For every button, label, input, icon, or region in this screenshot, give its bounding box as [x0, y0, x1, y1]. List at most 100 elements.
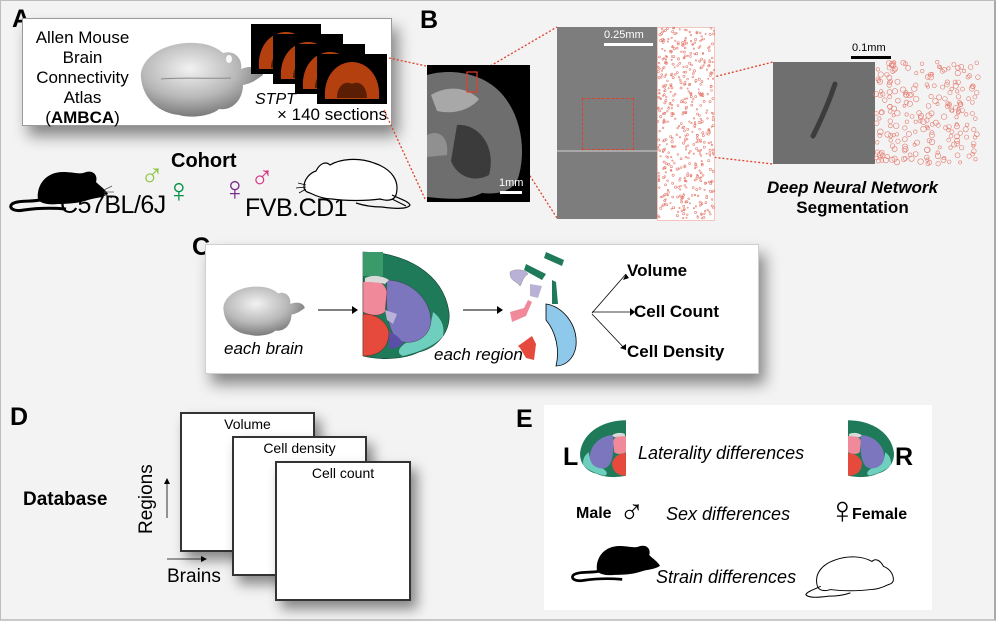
- segmented-cell: [710, 27, 713, 30]
- segmented-cell: [694, 205, 697, 208]
- segmented-cell: [912, 151, 919, 157]
- laterality-left-label: L: [563, 443, 579, 471]
- segmented-cell: [707, 49, 711, 52]
- brains-axis-label: Brains: [167, 566, 221, 587]
- segmented-cell: [698, 204, 702, 207]
- segmented-cell: [666, 79, 669, 83]
- segmented-cell: [908, 155, 915, 162]
- exploded-regions-icon: [509, 252, 577, 367]
- segmented-cell: [670, 114, 674, 117]
- segmented-cell: [669, 83, 673, 87]
- segmented-cell: [712, 115, 714, 118]
- segmented-cell: [884, 131, 891, 138]
- segmented-cell: [970, 111, 975, 116]
- segmented-cell: [692, 117, 696, 120]
- segmented-cell: [672, 26, 676, 30]
- segmented-cell: [684, 134, 687, 137]
- segmented-cell: [942, 96, 948, 102]
- segmented-cell: [712, 69, 716, 72]
- arrow-right-icon: [318, 306, 358, 314]
- segmented-cell: [685, 29, 688, 32]
- segmented-cell: [664, 99, 668, 102]
- segmented-cell: [929, 121, 935, 127]
- segmented-cell: [949, 86, 954, 92]
- segmented-cell: [902, 156, 908, 161]
- segmented-cell: [684, 36, 687, 40]
- segmented-cell: [891, 133, 896, 138]
- segmented-cell: [694, 95, 697, 98]
- segmented-cell: [701, 134, 705, 138]
- segmented-cell: [669, 50, 673, 54]
- segmented-cell: [687, 90, 690, 93]
- stpt-section-stack: [251, 24, 387, 104]
- segmented-cell: [914, 139, 920, 146]
- segmented-cell: [958, 102, 963, 107]
- segmented-cell: [663, 166, 667, 169]
- segmentation-tile-2: [873, 59, 981, 167]
- segmented-cell: [944, 103, 950, 109]
- segmented-cell: [696, 149, 700, 152]
- segmented-cell: [931, 83, 937, 89]
- each-brain-label: each brain: [224, 339, 304, 358]
- segmented-cell: [690, 122, 693, 125]
- segmented-cell: [690, 194, 694, 197]
- segmented-cell: [679, 184, 682, 188]
- male-symbol-fvb: ♂: [250, 158, 274, 194]
- segmented-cell: [954, 140, 960, 147]
- segmented-cell: [918, 119, 923, 124]
- segmented-cell: [667, 189, 670, 192]
- segmented-cell: [892, 60, 897, 65]
- segmented-cell: [689, 173, 693, 177]
- segmented-cell: [951, 141, 958, 148]
- dnn-caption-line-1: Deep Neural Network: [767, 178, 938, 197]
- segmented-cell: [888, 138, 893, 143]
- segmented-cell: [710, 56, 714, 60]
- segmented-cell: [920, 118, 927, 125]
- segmented-cell: [944, 79, 950, 85]
- segmented-cell: [699, 104, 702, 107]
- segmented-cell: [687, 197, 690, 201]
- segmented-cell: [665, 143, 668, 146]
- segmented-cell: [661, 112, 665, 115]
- white-mouse-icon: [295, 158, 411, 209]
- segmented-cell: [695, 188, 699, 191]
- segmented-cell: [964, 134, 969, 140]
- segmented-cell: [676, 41, 680, 45]
- segmented-cell: [694, 211, 698, 214]
- segmented-cell: [894, 78, 901, 85]
- segmented-cell: [677, 186, 680, 189]
- segmented-cell: [698, 200, 702, 204]
- segmented-cell: [694, 38, 698, 41]
- segmented-cell: [929, 130, 935, 136]
- segmented-cell: [667, 87, 670, 90]
- segmented-cell: [707, 77, 710, 80]
- segmented-cell: [669, 84, 672, 88]
- segmented-cell: [711, 169, 715, 173]
- segmented-cell: [932, 97, 939, 104]
- segmented-cell: [671, 112, 675, 115]
- segmented-cell: [664, 89, 667, 92]
- segmented-cell: [877, 92, 883, 98]
- segmented-cell: [676, 57, 680, 61]
- segmented-cell: [669, 169, 673, 172]
- segmented-cell: [711, 191, 714, 194]
- segmented-cell: [887, 118, 893, 124]
- segmented-cell: [901, 156, 907, 162]
- brains-axis-arrow: [167, 556, 207, 562]
- segmented-cell: [903, 61, 908, 66]
- segmented-cell: [663, 138, 667, 142]
- segmented-cell: [684, 70, 687, 74]
- segmented-cell: [935, 150, 940, 155]
- segmented-cell: [657, 148, 660, 151]
- segmented-cell: [656, 120, 660, 123]
- segmented-cell: [925, 103, 932, 109]
- segmented-cell: [690, 103, 694, 107]
- segmented-cell: [674, 92, 677, 96]
- segmented-cell: [960, 86, 965, 92]
- segmented-cell: [874, 155, 879, 161]
- segmented-cell: [679, 81, 683, 85]
- segmented-cell: [663, 84, 666, 87]
- segmented-cell: [954, 152, 961, 159]
- segmented-cell: [657, 76, 661, 80]
- segmented-cell: [675, 167, 679, 171]
